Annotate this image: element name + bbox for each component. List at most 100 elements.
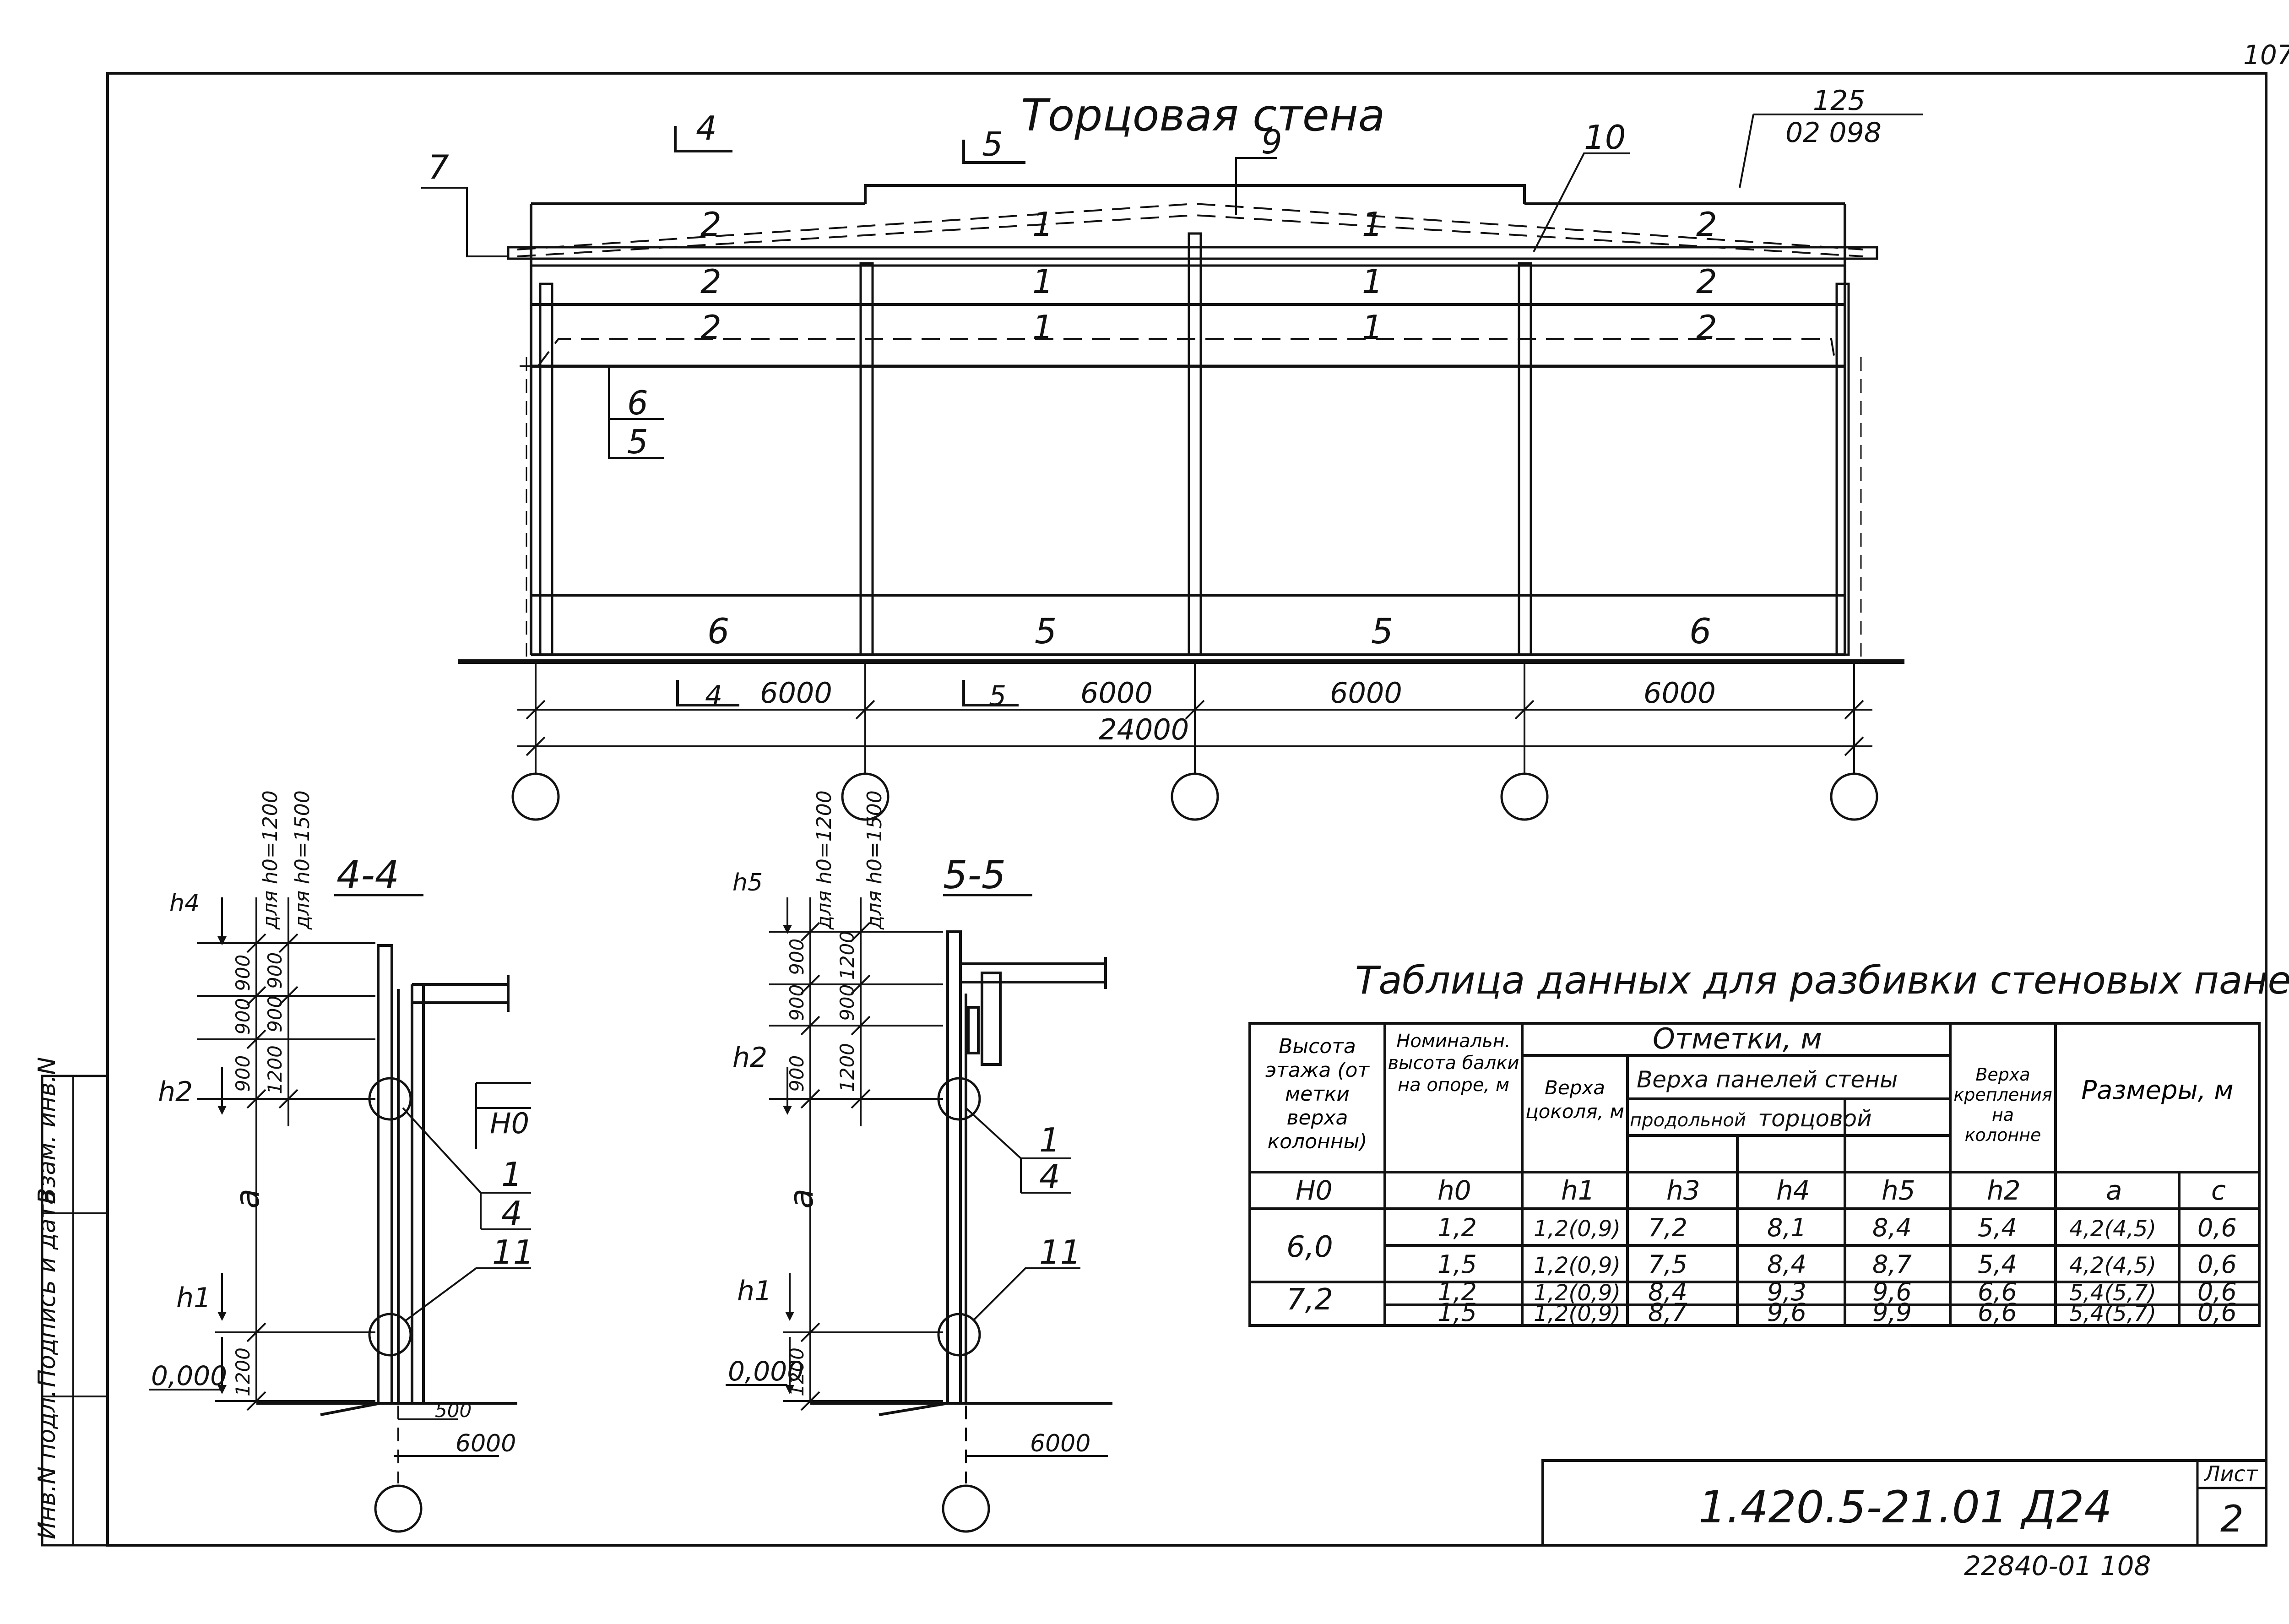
cell-r1-h2: 5,4 — [1978, 1213, 2017, 1242]
cell-r4-h1: 1,2(0,9) — [1534, 1301, 1621, 1326]
panel-bottom-2: 5 — [1035, 611, 1057, 652]
panel-bottom-3: 5 — [1371, 611, 1393, 652]
panel-top-1: 2 — [700, 205, 721, 244]
callout-5: 5 — [627, 423, 648, 461]
cell-r3-h2: 6,6 — [1978, 1277, 2017, 1306]
callout-9: 9 — [1261, 123, 1282, 161]
section5-dim-l2: 900 — [786, 984, 808, 1021]
section4-title: 4-4 — [336, 853, 399, 897]
section4-col-h0-1500: для h0=1500 — [291, 790, 314, 930]
section-mark-5-top: 5 — [982, 125, 1003, 163]
sym-c: c — [2211, 1175, 2226, 1206]
elevation-title: Торцовая стена — [1021, 90, 1385, 141]
cell-r3-a: 5,4(5,7) — [2069, 1280, 2156, 1306]
section5-title: 5-5 — [943, 853, 1006, 897]
cell-r3-h4: 9,3 — [1767, 1277, 1806, 1306]
cell-r3-h1: 1,2(0,9) — [1534, 1280, 1621, 1306]
stamp-signature-label: Подпись и дата — [33, 1190, 61, 1387]
sheet-number: 2 — [2220, 1498, 2244, 1540]
panel-row3-4: 2 — [1696, 308, 1717, 347]
section4-dim-r1: 900 — [264, 952, 286, 989]
section5-dim-l1: 900 — [786, 939, 808, 975]
section-mark-4-bottom: 4 — [705, 680, 722, 712]
callout-7: 7 — [428, 148, 449, 186]
header-beam-support-top: Верха крепления на колонне — [1953, 1065, 2052, 1145]
axis-markers — [511, 772, 1878, 821]
cell-r1-h4: 8,1 — [1767, 1213, 1806, 1242]
panel-top-3: 1 — [1362, 205, 1383, 244]
columns — [539, 232, 1850, 656]
panel-row2-3: 1 — [1362, 262, 1383, 301]
section4-dim-r3: 1200 — [264, 1045, 286, 1094]
stamp-inv-label: Инв.N подл. — [33, 1390, 61, 1539]
cell-r2-h0: 1,5 — [1437, 1250, 1477, 1279]
cell-r2-h4: 8,4 — [1767, 1250, 1806, 1279]
footer-number: 22840-01 108 — [1964, 1550, 2151, 1581]
section5-dim-1200: 1200 — [786, 1347, 808, 1396]
cell-r1-h1: 1,2(0,9) — [1534, 1216, 1621, 1242]
section4-a: a — [228, 1189, 266, 1209]
callout-10: 10 — [1584, 118, 1626, 157]
cell-r4-a: 5,4(5,7) — [2069, 1301, 2156, 1326]
sym-h1: h1 — [1561, 1175, 1595, 1206]
section4-h4: h4 — [169, 890, 200, 917]
top-right-number: 125 — [1813, 85, 1866, 117]
section4-dim-l1: 900 — [232, 955, 254, 991]
section4-h2: h2 — [158, 1076, 193, 1108]
cell-r2-h3: 7,5 — [1648, 1250, 1687, 1279]
sym-h2: h2 — [1987, 1175, 2021, 1206]
cell-r4-h2: 6,6 — [1978, 1298, 2017, 1327]
section-5-5: 5-5 для h0=1200 для h0=1500 — [726, 790, 1112, 1533]
cell-r3-H0: 7,2 — [1286, 1283, 1333, 1317]
header-plinth-top: Верха цоколя, м — [1525, 1076, 1624, 1123]
top-right-series: 02 098 — [1785, 117, 1882, 149]
cell-r3-h0: 1,2 — [1437, 1277, 1477, 1306]
sym-h0: h0 — [1437, 1175, 1471, 1206]
section4-axis-marker — [374, 1484, 423, 1533]
section5-callout-1: 1 — [1039, 1121, 1060, 1159]
cell-r1-h3: 7,2 — [1648, 1213, 1687, 1242]
cell-r2-a: 4,2(4,5) — [2069, 1253, 2156, 1278]
header-wall-panels-top: Верха панелей стены — [1637, 1066, 1898, 1093]
section-4-4: 4-4 для h0=1200 для h0=1500 — [149, 790, 534, 1533]
sheet-label: Лист — [2203, 1461, 2258, 1486]
dim-bay-3: 6000 — [1330, 676, 1402, 710]
panel-row3-3: 1 — [1362, 308, 1383, 347]
section-mark-4-top: 4 — [696, 109, 717, 147]
cell-r1-h0: 1,2 — [1437, 1213, 1477, 1242]
cell-r2-h5: 8,7 — [1872, 1250, 1912, 1279]
cell-r4-c: 0,6 — [2197, 1298, 2237, 1327]
sym-h4: h4 — [1776, 1175, 1810, 1206]
cell-r4-h0: 1,5 — [1437, 1298, 1477, 1327]
cell-r1-h5: 8,4 — [1872, 1213, 1912, 1242]
panel-row3-1: 2 — [700, 308, 721, 347]
cell-r4-h3: 8,7 — [1648, 1298, 1687, 1327]
section4-zero: 0,000 — [151, 1360, 227, 1391]
section5-zero: 0,000 — [728, 1356, 804, 1387]
end-wall-elevation: Торцовая стена 125 02 098 — [421, 85, 1923, 821]
header-nominal-depth: Номинальн. высота балки на опоре, м — [1388, 1031, 1519, 1096]
cell-r3-h3: 8,4 — [1648, 1277, 1687, 1306]
section5-axis-marker — [942, 1484, 990, 1533]
header-end: торцовой — [1758, 1105, 1872, 1132]
dim-bay-1: 6000 — [760, 676, 832, 710]
dim-bay-4: 6000 — [1644, 676, 1716, 710]
cell-r1-H0: 6,0 — [1286, 1230, 1333, 1264]
drawing-code: 1.420.5-21.01 Д24 — [1698, 1482, 2112, 1533]
panel-top-2: 1 — [1032, 205, 1053, 244]
section5-dim-6000: 6000 — [1030, 1430, 1090, 1457]
sym-a: a — [2106, 1175, 2122, 1206]
sheet-frame — [41, 72, 2267, 1547]
panel-bottom-4: 6 — [1689, 611, 1711, 652]
section4-dim-r2: 900 — [264, 996, 286, 1032]
header-floor-height: Высота этажа (от метки верха колонны) — [1265, 1035, 1370, 1153]
callout-6: 6 — [627, 384, 648, 422]
section5-dim-r3: 1200 — [836, 1043, 858, 1092]
section4-dim-500: 500 — [435, 1399, 472, 1422]
cell-r4-h4: 9,6 — [1767, 1298, 1806, 1327]
section4-callout-1: 1 — [501, 1155, 522, 1194]
section5-h5: h5 — [732, 869, 763, 896]
header-longitudinal: продольной — [1630, 1110, 1746, 1131]
dim-total: 24000 — [1099, 713, 1189, 746]
cell-r3-c: 0,6 — [2197, 1277, 2237, 1306]
